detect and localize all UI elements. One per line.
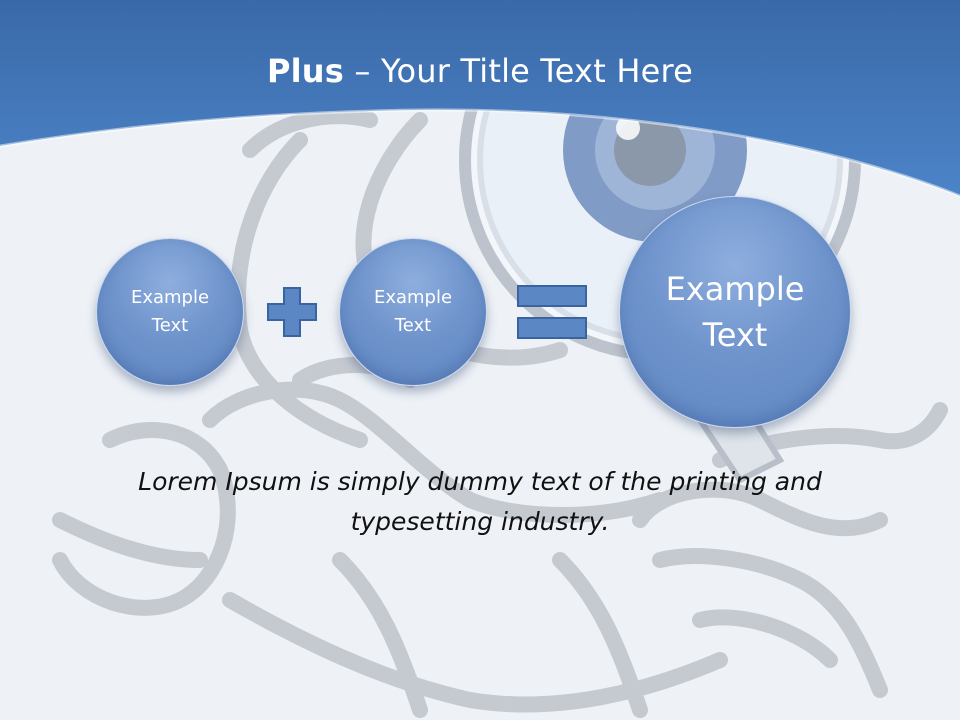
circle-example-result: Example Text (619, 196, 851, 428)
header-band (0, 0, 960, 198)
circle-example-1: Example Text (96, 238, 244, 386)
equals-icon (517, 285, 587, 339)
circle-label-1: Example Text (130, 287, 210, 336)
body-text: Lorem Ipsum is simply dummy text of the … (138, 467, 822, 536)
plus-icon (267, 287, 317, 337)
circle-label-2: Example Text (373, 287, 453, 336)
title-rest: – Your Title Text Here (344, 52, 694, 90)
circle-example-2: Example Text (339, 238, 487, 386)
slide-title: Plus – Your Title Text Here (0, 52, 960, 90)
circle-label-3: Example Text (665, 270, 805, 354)
title-bold: Plus (266, 52, 345, 90)
